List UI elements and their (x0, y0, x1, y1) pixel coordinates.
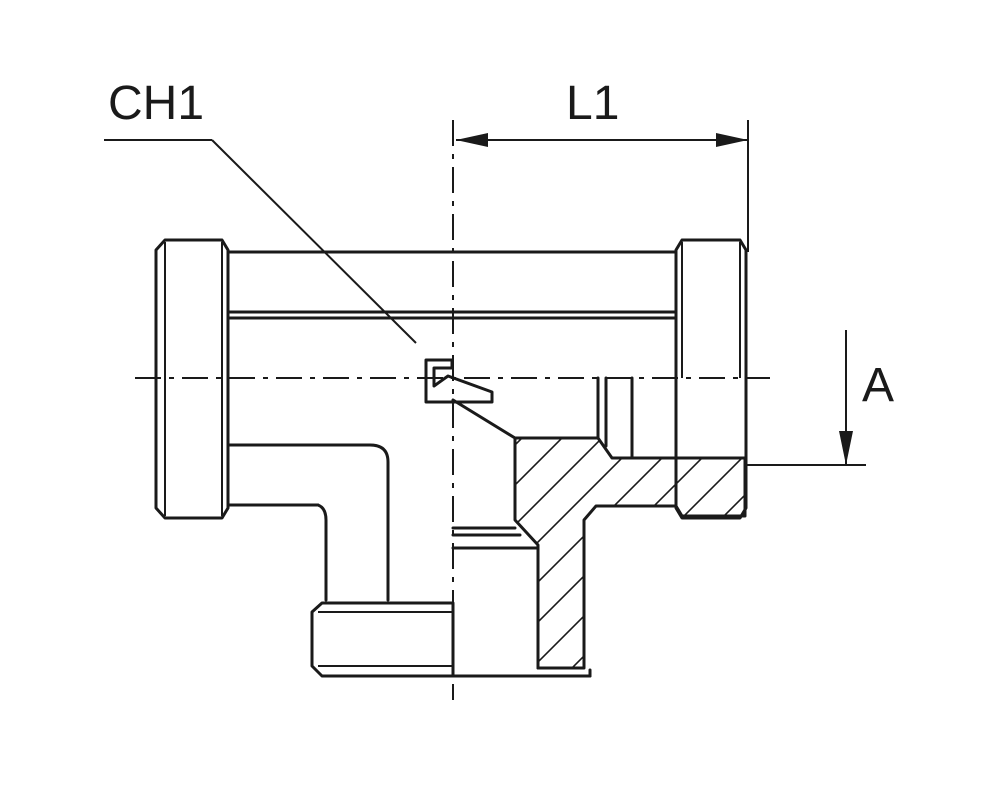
ch1-leader (104, 139, 417, 344)
a-dimension (746, 330, 866, 466)
left-end-nut (154, 238, 230, 520)
branch-end-nut (310, 601, 455, 678)
section-hatching (515, 438, 745, 668)
l1-dimension (456, 120, 749, 252)
profile-symbol-icon (424, 358, 494, 404)
a-label: A (862, 359, 895, 412)
run-body (226, 250, 678, 602)
l1-label: L1 (566, 77, 620, 130)
ch1-label: CH1 (108, 77, 205, 130)
right-end-nut (674, 238, 748, 520)
